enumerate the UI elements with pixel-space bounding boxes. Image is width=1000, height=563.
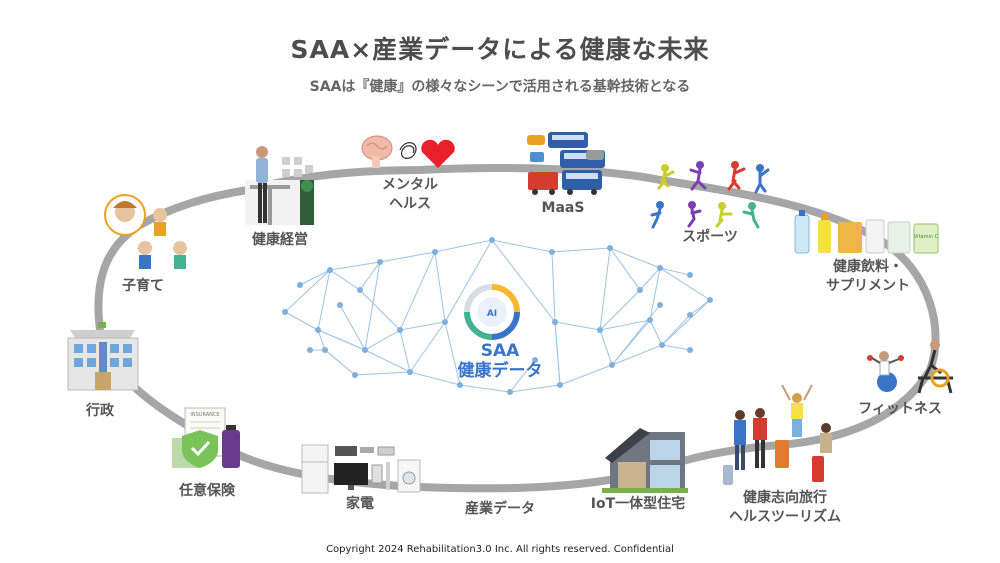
ai-badge-icon: AI — [464, 284, 520, 340]
home-appliances-icon — [301, 444, 421, 494]
page-title: SAA×産業データによる健康な未来 — [290, 35, 710, 64]
center-saa-line2: 健康データ — [457, 361, 543, 381]
label-drinks-line2: サプリメント — [826, 278, 910, 294]
travelers-icon — [723, 384, 832, 485]
label-mental-health: メンタル ヘルス — [370, 176, 450, 214]
label-kosodate: 子育て — [122, 278, 164, 294]
label-insurance: 任意保険 — [179, 483, 235, 499]
label-kenko-keiei: 健康経営 — [252, 232, 308, 248]
insurance-doc-label: INSURANCE — [190, 412, 219, 418]
label-mental-line2: ヘルス — [389, 196, 431, 212]
label-maas: MaaS — [541, 200, 585, 216]
label-drinks: 健康飲料・ サプリメント — [808, 258, 928, 296]
label-mental-line1: メンタル — [382, 177, 438, 193]
label-kaden: 家電 — [346, 496, 374, 512]
vehicles-icon — [527, 132, 605, 195]
athletes-icon — [650, 161, 770, 229]
label-sports: スポーツ — [682, 229, 738, 245]
office-worker-icon — [245, 146, 315, 225]
smart-house-icon — [602, 428, 688, 493]
label-fitness: フィットネス — [858, 401, 942, 417]
page-subtitle: SAAは『健康』の様々なシーンで活用される基幹技術となる — [309, 79, 691, 95]
label-iot-house: IoT一体型住宅 — [590, 496, 686, 512]
label-sangyo-data: 産業データ — [445, 500, 555, 519]
fitness-icon — [867, 340, 953, 394]
center-saa-line1: SAA — [480, 341, 520, 361]
government-building-icon — [67, 322, 139, 391]
vitamin-label: Vitamin C — [914, 234, 939, 240]
label-drinks-line1: 健康飲料・ — [833, 259, 903, 275]
brain-heart-icon — [361, 135, 455, 168]
label-travel: 健康志向旅行 ヘルスツーリズム — [715, 489, 855, 527]
drinks-supplements-icon: Vitamin C — [794, 210, 939, 254]
copyright-footer: Copyright 2024 Rehabilitation3.0 Inc. Al… — [326, 544, 674, 555]
label-travel-line1: 健康志向旅行 — [743, 490, 827, 506]
label-travel-line2: ヘルスツーリズム — [729, 509, 841, 525]
ai-badge-label: AI — [487, 309, 497, 319]
family-icon — [104, 194, 187, 269]
label-gyosei: 行政 — [86, 403, 114, 419]
center-saa-label: SAA 健康データ — [440, 341, 560, 381]
network-nodes — [282, 237, 713, 395]
insurance-icon: INSURANCE — [172, 407, 240, 468]
